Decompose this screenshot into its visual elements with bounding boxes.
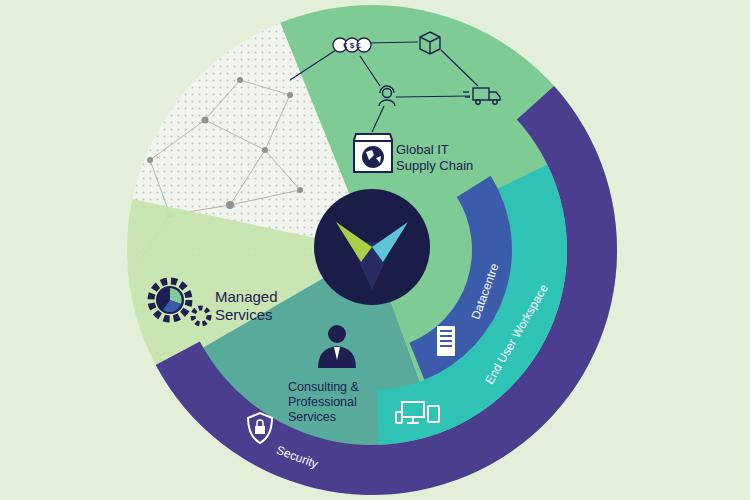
node-text: Managed Services (215, 288, 291, 324)
center-logo (314, 189, 430, 305)
currency-symbols: €$£ (341, 41, 364, 50)
supply-chain-label: Global IT Supply Chain (393, 140, 491, 176)
node-text: Global IT Supply Chain (396, 142, 488, 173)
globe-base (127, 5, 617, 495)
node-text: Consulting & Professional Services (288, 380, 370, 425)
security-ring (156, 86, 617, 495)
consultant-icon (318, 325, 356, 368)
gears-icon (151, 281, 209, 324)
consulting-label: Consulting & Professional Services (285, 378, 373, 427)
server-icon (437, 326, 455, 356)
globe-dots (127, 5, 617, 495)
package-icon (420, 32, 440, 54)
shield-icon (248, 413, 272, 443)
globe-box-icon (354, 134, 392, 172)
coin-icon (333, 38, 371, 52)
globe-nodes (147, 77, 303, 218)
managed-services-label: Managed Services (212, 286, 294, 326)
supply-network (290, 42, 478, 132)
datacentre-ring (409, 176, 512, 380)
headset-icon (379, 86, 395, 106)
truck-icon (463, 88, 500, 104)
devices-icon (396, 402, 439, 423)
